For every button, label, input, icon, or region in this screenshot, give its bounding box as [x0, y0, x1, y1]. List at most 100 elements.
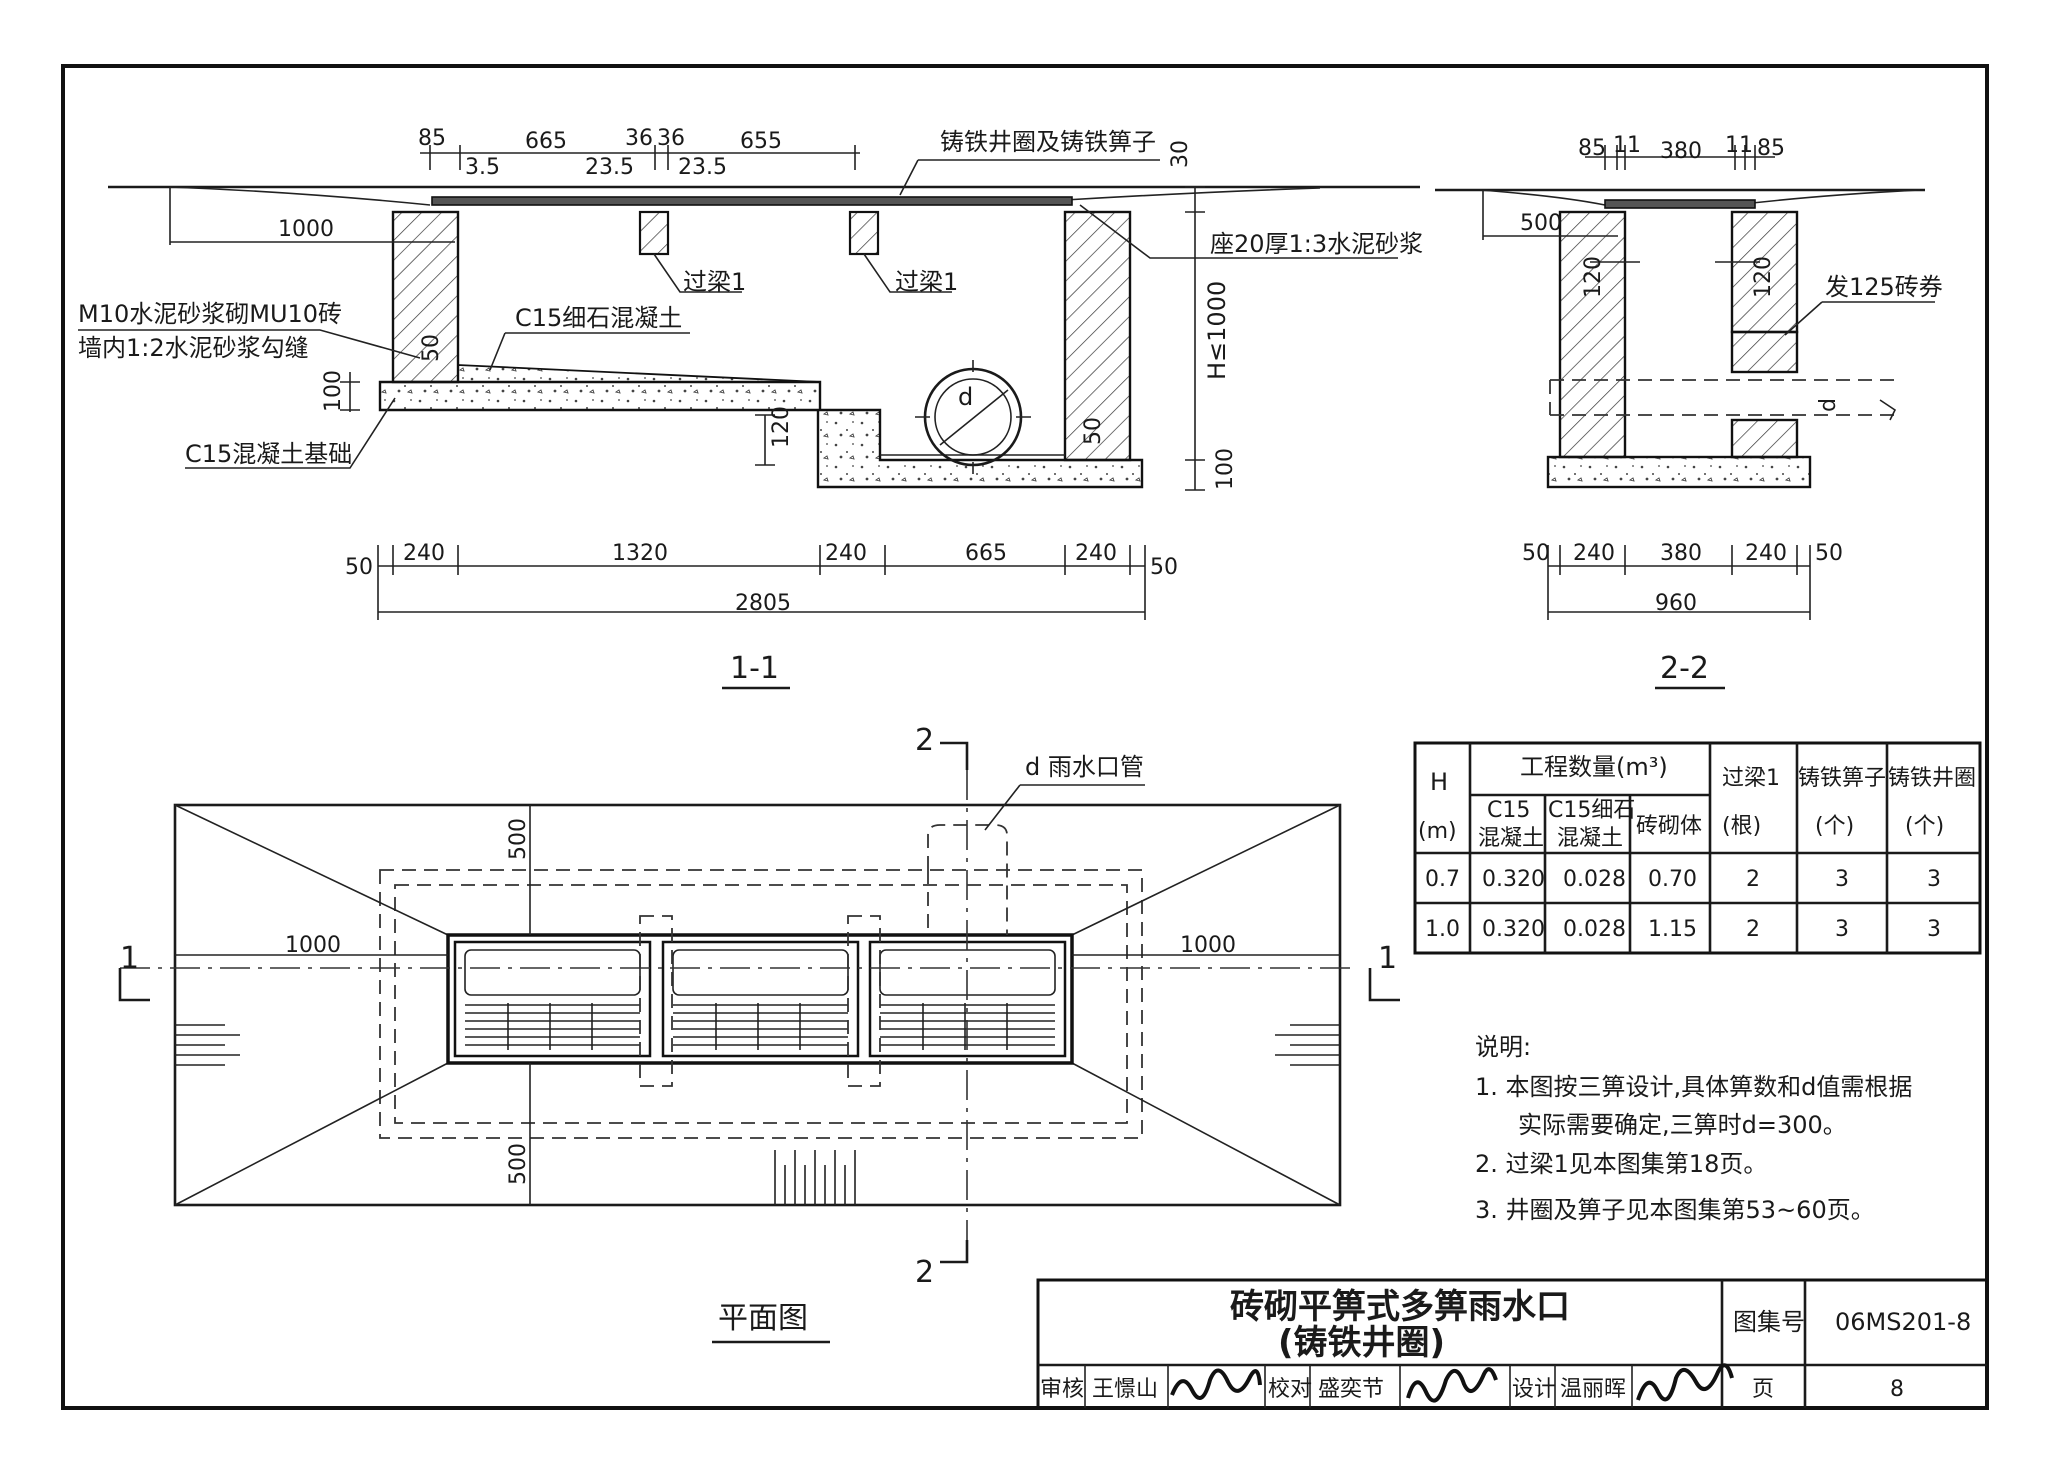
th-brick: 砖砌体	[1636, 814, 1702, 839]
dim2-top-11b: 11	[1725, 133, 1753, 158]
dim-bottom-240a: 240	[403, 541, 445, 566]
page-label: 页	[1752, 1377, 1774, 1402]
row1-beam: 2	[1746, 867, 1760, 892]
right-brick-wall	[1063, 210, 1132, 462]
dim2-bottom-380: 380	[1660, 541, 1702, 566]
quantity-table: H (m) 工程数量(m³) C15 混凝土 C15细石 混凝土 砖砌体 过梁1…	[1413, 741, 1982, 955]
concrete-foundation	[378, 380, 1144, 489]
cut-2-top: 2	[915, 723, 934, 758]
right-wall-2-lower	[1730, 418, 1799, 459]
th-qty: 工程数量(m³)	[1520, 753, 1668, 781]
th-grate: 铸铁箅子	[1798, 766, 1886, 791]
callout-mortar: 座20厚1:3水泥砂浆	[1210, 230, 1423, 258]
callout-grate: 铸铁井圈及铸铁箅子	[940, 128, 1156, 156]
left-wall-2	[1558, 210, 1627, 459]
pipe-d-label-2: d	[1816, 398, 1841, 412]
dim-bottom-240c: 240	[1075, 541, 1117, 566]
beam-1	[638, 210, 670, 256]
dim-bottom-1320: 1320	[612, 541, 668, 566]
section-2-2: d 85 11 380 11 85 500 120 120 发125砖券 50 …	[1435, 133, 1943, 690]
plan-inlet-opening	[446, 933, 1074, 1065]
plan-outer-slope	[173, 803, 1342, 1207]
main-title: 砖砌平箅式多箅雨水口	[1230, 1287, 1570, 1327]
note-1b: 实际需要确定,三箅时d=300。	[1518, 1111, 1847, 1139]
row2-beam: 2	[1746, 917, 1760, 942]
row1-c15: 0.320	[1482, 867, 1545, 892]
plan-dim-top-500: 500	[506, 818, 531, 860]
th-c15fine-1: C15细石	[1548, 798, 1635, 823]
dim-top-23.5a: 23.5	[585, 155, 634, 180]
foundation-2	[1546, 455, 1812, 489]
fine-concrete-slope	[457, 364, 821, 383]
cut-2-bottom: 2	[915, 1255, 934, 1290]
dim-bottom-665: 665	[965, 541, 1007, 566]
dim-top-655: 655	[740, 129, 782, 154]
brick-arch	[1730, 330, 1799, 374]
dim2-top-380: 380	[1660, 139, 1702, 164]
dim-top-3.5: 3.5	[465, 155, 500, 180]
dim2-500: 500	[1520, 211, 1562, 236]
cut-1-left: 1	[120, 941, 139, 976]
row2-c15fine: 0.028	[1563, 917, 1626, 942]
checker-signature	[1406, 1367, 1498, 1403]
th-H-unit: (m)	[1418, 819, 1457, 844]
dim2-120a: 120	[1581, 256, 1606, 298]
dim-bottom-240b: 240	[825, 541, 867, 566]
plan-foundation-outline	[379, 869, 1143, 1139]
dim2-bottom-240a: 240	[1573, 541, 1615, 566]
title-block: 砖砌平箅式多箅雨水口 (铸铁井圈) 图集号 06MS201-8 审核 王憬山 校…	[1036, 1278, 1989, 1410]
row1-ring: 3	[1927, 867, 1941, 892]
designer-name: 温丽晖	[1560, 1377, 1626, 1402]
th-H: H	[1430, 768, 1448, 796]
reviewer-signature	[1170, 1368, 1262, 1400]
section-1-1-title: 1-1	[730, 651, 779, 686]
page-number: 8	[1890, 1377, 1904, 1402]
dim2-bottom-50b: 50	[1815, 541, 1843, 566]
plan-dim-right-1000: 1000	[1180, 933, 1236, 958]
row1-grate: 3	[1835, 867, 1849, 892]
dim2-bottom-240b: 240	[1745, 541, 1787, 566]
designer-signature	[1636, 1363, 1734, 1402]
th-ring-unit: (个)	[1905, 814, 1944, 839]
th-ring: 铸铁井圈	[1888, 766, 1976, 791]
grate-frame	[431, 196, 1073, 206]
dim-top-85: 85	[418, 126, 446, 151]
dim-30: 30	[1168, 140, 1193, 168]
section-2-2-title: 2-2	[1660, 651, 1709, 686]
dim-100-left: 100	[321, 370, 346, 412]
row1-H: 0.7	[1425, 867, 1460, 892]
plan-view: 1 1 2 2 1000 1000 500 500 d 雨水口管 平面图	[118, 723, 1400, 1344]
design-label: 设计	[1512, 1377, 1556, 1402]
th-c15-2: 混凝土	[1478, 826, 1544, 851]
row2-brick: 1.15	[1648, 917, 1697, 942]
dim2-bottom-50a: 50	[1522, 541, 1550, 566]
th-c15fine-2: 混凝土	[1557, 826, 1623, 851]
note-1a: 1. 本图按三箅设计,具体箅数和d值需根据	[1475, 1073, 1912, 1101]
row2-ring: 3	[1927, 917, 1941, 942]
dim-50-left: 50	[419, 334, 444, 362]
grate-2	[661, 940, 860, 1058]
review-label: 审核	[1040, 1377, 1084, 1402]
dim-top-665: 665	[525, 129, 567, 154]
plan-dim-bottom-500: 500	[506, 1143, 531, 1185]
pipe-d-label: d	[958, 383, 973, 411]
section-1-1: d 85 665 36 36 655 3.5 23.5 23.5 1000 30…	[78, 126, 1423, 690]
callout-base: C15混凝土基础	[185, 440, 352, 468]
callout-arch: 发125砖券	[1825, 273, 1943, 301]
sheet-border	[61, 64, 1989, 1410]
checker-name: 盛奕节	[1318, 1377, 1384, 1402]
th-c15-1: C15	[1487, 798, 1530, 823]
notes-title: 说明:	[1475, 1033, 1531, 1061]
atlas-number: 06MS201-8	[1835, 1308, 1971, 1336]
row1-brick: 0.70	[1648, 867, 1697, 892]
th-grate-unit: (个)	[1815, 814, 1854, 839]
dim-bottom-50b: 50	[1150, 555, 1178, 580]
beam-2	[848, 210, 880, 256]
sub-title: (铸铁井圈)	[1278, 1323, 1445, 1363]
dim-100-right: 100	[1213, 448, 1238, 490]
row2-grate: 3	[1835, 917, 1849, 942]
notes: 说明: 1. 本图按三箅设计,具体箅数和d值需根据 实际需要确定,三箅时d=30…	[1475, 1033, 1912, 1224]
note-2: 2. 过梁1见本图集第18页。	[1475, 1150, 1767, 1178]
dim2-top-85a: 85	[1578, 136, 1606, 161]
